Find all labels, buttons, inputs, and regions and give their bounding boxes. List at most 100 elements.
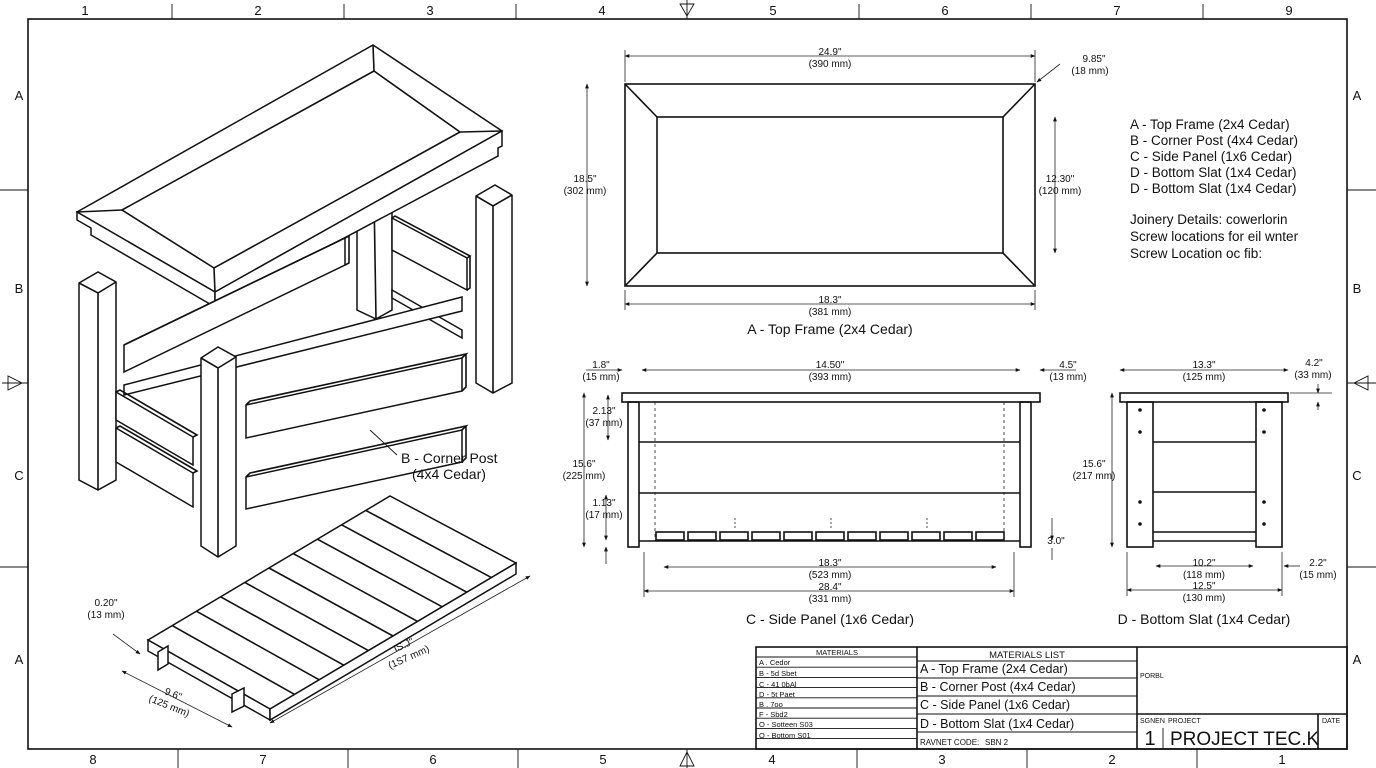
bottom-slat-section: [719, 531, 749, 541]
side-dim-length-mm: (393 mm): [809, 372, 852, 383]
slat-view-dim-overall: 12.5": [1192, 581, 1215, 592]
short-panels-front: [115, 389, 199, 509]
bottom-slat-section: [687, 531, 717, 541]
slat-dim-thickness-mm: (13 mm): [87, 610, 124, 621]
bottom-slat-section: [783, 531, 813, 541]
materials-small-row: O - Bottom S01: [759, 731, 811, 740]
date-label: DATE: [1322, 718, 1340, 725]
slat-view-dim-side-mm: (15 mm): [1299, 570, 1336, 581]
materials-small-row: B - 5d Sbet: [759, 669, 797, 678]
side-dim-overall: 28.4": [818, 582, 841, 593]
bottom-slat-section: [943, 531, 973, 541]
top-frame-view: 24.9" (390 mm) 9.85" (18 mm) 18.5" (302 …: [564, 47, 1109, 337]
top-frame-dim-corner: 9.85": [1082, 54, 1105, 65]
zone-bottom-label: 4: [768, 752, 775, 767]
side-dim-right-mm: (13 mm): [1049, 372, 1086, 383]
side-dim-foot: 3.0": [1047, 536, 1065, 547]
materials-small-header: MATERIALS: [816, 648, 858, 657]
zone-bottom-label: 6: [429, 752, 436, 767]
side-dim-length: 14.50": [816, 360, 845, 371]
bottom-slat-section: [847, 531, 877, 541]
slat-dim-thickness: 0.20": [94, 598, 117, 609]
bottom-slat-section: [655, 531, 685, 541]
zone-bottom-label: 2: [1108, 752, 1115, 767]
slat-view-dim-inner-mm: (118 mm): [1183, 570, 1225, 581]
materials-small-row: C - 41 0bAl: [759, 680, 797, 689]
corner-post-sublabel: (4x4 Cedar): [412, 466, 486, 482]
corner-post-front: [200, 346, 237, 558]
zone-bottom-label: 8: [89, 752, 96, 767]
zone-top-label: 6: [941, 3, 948, 18]
legend-item: D - Bottom Slat (1x4 Cedar): [1130, 165, 1297, 180]
corner-post-right: [475, 184, 513, 394]
slat-view-dim-top: 4.2": [1305, 358, 1323, 369]
legend-item: C - Side Panel (1x6 Cedar): [1130, 149, 1292, 164]
top-frame-dim-bottom: 18.3": [818, 295, 841, 306]
side-panel-view: 1.8" (15 mm) 14.50" (393 mm) 4.5" (13 mm…: [563, 360, 1087, 627]
materials-list-row: C - Side Panel (1x6 Cedar): [920, 698, 1070, 712]
side-dim-height: 15.6": [572, 459, 595, 470]
zone-top-label: 2: [254, 3, 261, 18]
zone-bottom-label: 1: [1278, 752, 1285, 767]
bottom-slat-section: [815, 531, 845, 541]
zone-top-label: 4: [598, 3, 605, 18]
top-frame-dim-height-mm: (302 mm): [564, 186, 607, 197]
side-dim-inner-mm: (523 mm): [809, 570, 852, 581]
part-code-label: RAVNET CODE:: [920, 738, 979, 747]
zone-top-label: 7: [1113, 3, 1120, 18]
top-frame-dim-length: 24.9": [818, 47, 841, 58]
bottom-slat-section: [975, 531, 1005, 541]
top-frame-dim-bottom-mm: (381 mm): [809, 307, 852, 318]
materials-list-header: MATERIALS LIST: [989, 650, 1065, 661]
joinery-note: Joinery Details: cowerlorin: [1130, 212, 1288, 227]
zone-left-label: A: [15, 88, 24, 103]
side-panel-front: [245, 352, 469, 510]
slat-board-edge: [365, 509, 492, 579]
slat-view-dim-length-mm: (125 mm): [1183, 372, 1226, 383]
materials-list-row: D - Bottom Slat (1x4 Cedar): [920, 717, 1074, 731]
side-panel-caption: C - Side Panel (1x6 Cedar): [746, 611, 914, 627]
bottom-slat-caption: D - Bottom Slat (1x4 Cedar): [1118, 611, 1291, 627]
side-dim-rail: 2.13": [592, 406, 615, 417]
top-frame-dim-inner-mm: (120 mm): [1039, 186, 1082, 197]
materials-small-row: O - Sotteen S03: [759, 720, 813, 729]
zone-left-label: B: [15, 281, 24, 296]
bottom-slat-iso: 0.20" (13 mm) 9.6" (125 mm) IS.J" (1S7 m…: [87, 495, 531, 728]
legend-item: B - Corner Post (4x4 Cedar): [1130, 133, 1298, 148]
joinery-note: Screw Location oc fib:: [1130, 246, 1262, 261]
corner-post-left: [78, 271, 117, 491]
title-block: MATERIALS A . Cedor B - 5d Sbet C - 41 0…: [755, 646, 1348, 750]
side-dim-right: 4.5": [1059, 360, 1077, 371]
bottom-slat-view: 13.3" (125 mm) 4.2" (33 mm) 15.6" (217 m…: [1073, 358, 1337, 627]
parts-legend: A - Top Frame (2x4 Cedar) B - Corner Pos…: [1130, 117, 1299, 261]
materials-small-row: B . 7oo: [759, 700, 783, 709]
slat-view-dim-overall-mm: (130 mm): [1183, 593, 1226, 604]
materials-list-row: A - Top Frame (2x4 Cedar): [920, 662, 1068, 676]
top-frame-dim-length-mm: (390 mm): [809, 59, 852, 70]
joinery-note: Screw locations for eil wnter: [1130, 229, 1299, 244]
top-frame-caption: A - Top Frame (2x4 Cedar): [747, 321, 912, 337]
side-dim-gap-mm: (17 mm): [585, 510, 622, 521]
panel-label: PORBL: [1140, 673, 1164, 680]
top-frame-dim-height: 18.5": [573, 174, 596, 185]
top-frame-dim-corner-mm: (18 mm): [1071, 66, 1108, 77]
zone-right-label: A: [1353, 88, 1362, 103]
zone-left-label: C: [14, 468, 23, 483]
legend-item: A - Top Frame (2x4 Cedar): [1130, 117, 1290, 132]
zone-bottom-label: 5: [599, 752, 606, 767]
slat-view-dim-length: 13.3": [1192, 360, 1215, 371]
zone-right-label: C: [1352, 468, 1361, 483]
zone-markers: 1 2 3 4 5 6 7 9 8 7 6 5 4 3 2 1 A B C A …: [14, 3, 1361, 767]
side-dim-overhang: 1.8": [592, 360, 610, 371]
slat-view-dim-height-mm: (217 mm): [1073, 471, 1116, 482]
sheet-number: 1: [1144, 728, 1155, 750]
project-label: PROJECT: [1168, 718, 1201, 725]
part-code-value: SBN 2: [985, 738, 1009, 747]
top-frame-iso: [75, 44, 504, 309]
slat-view-dim-height: 15.6": [1082, 459, 1105, 470]
zone-left-label: A: [15, 652, 24, 667]
isometric-exploded-view: B - Corner Post (4x4 Cedar): [75, 44, 513, 558]
bottom-slat-section: [751, 531, 781, 541]
